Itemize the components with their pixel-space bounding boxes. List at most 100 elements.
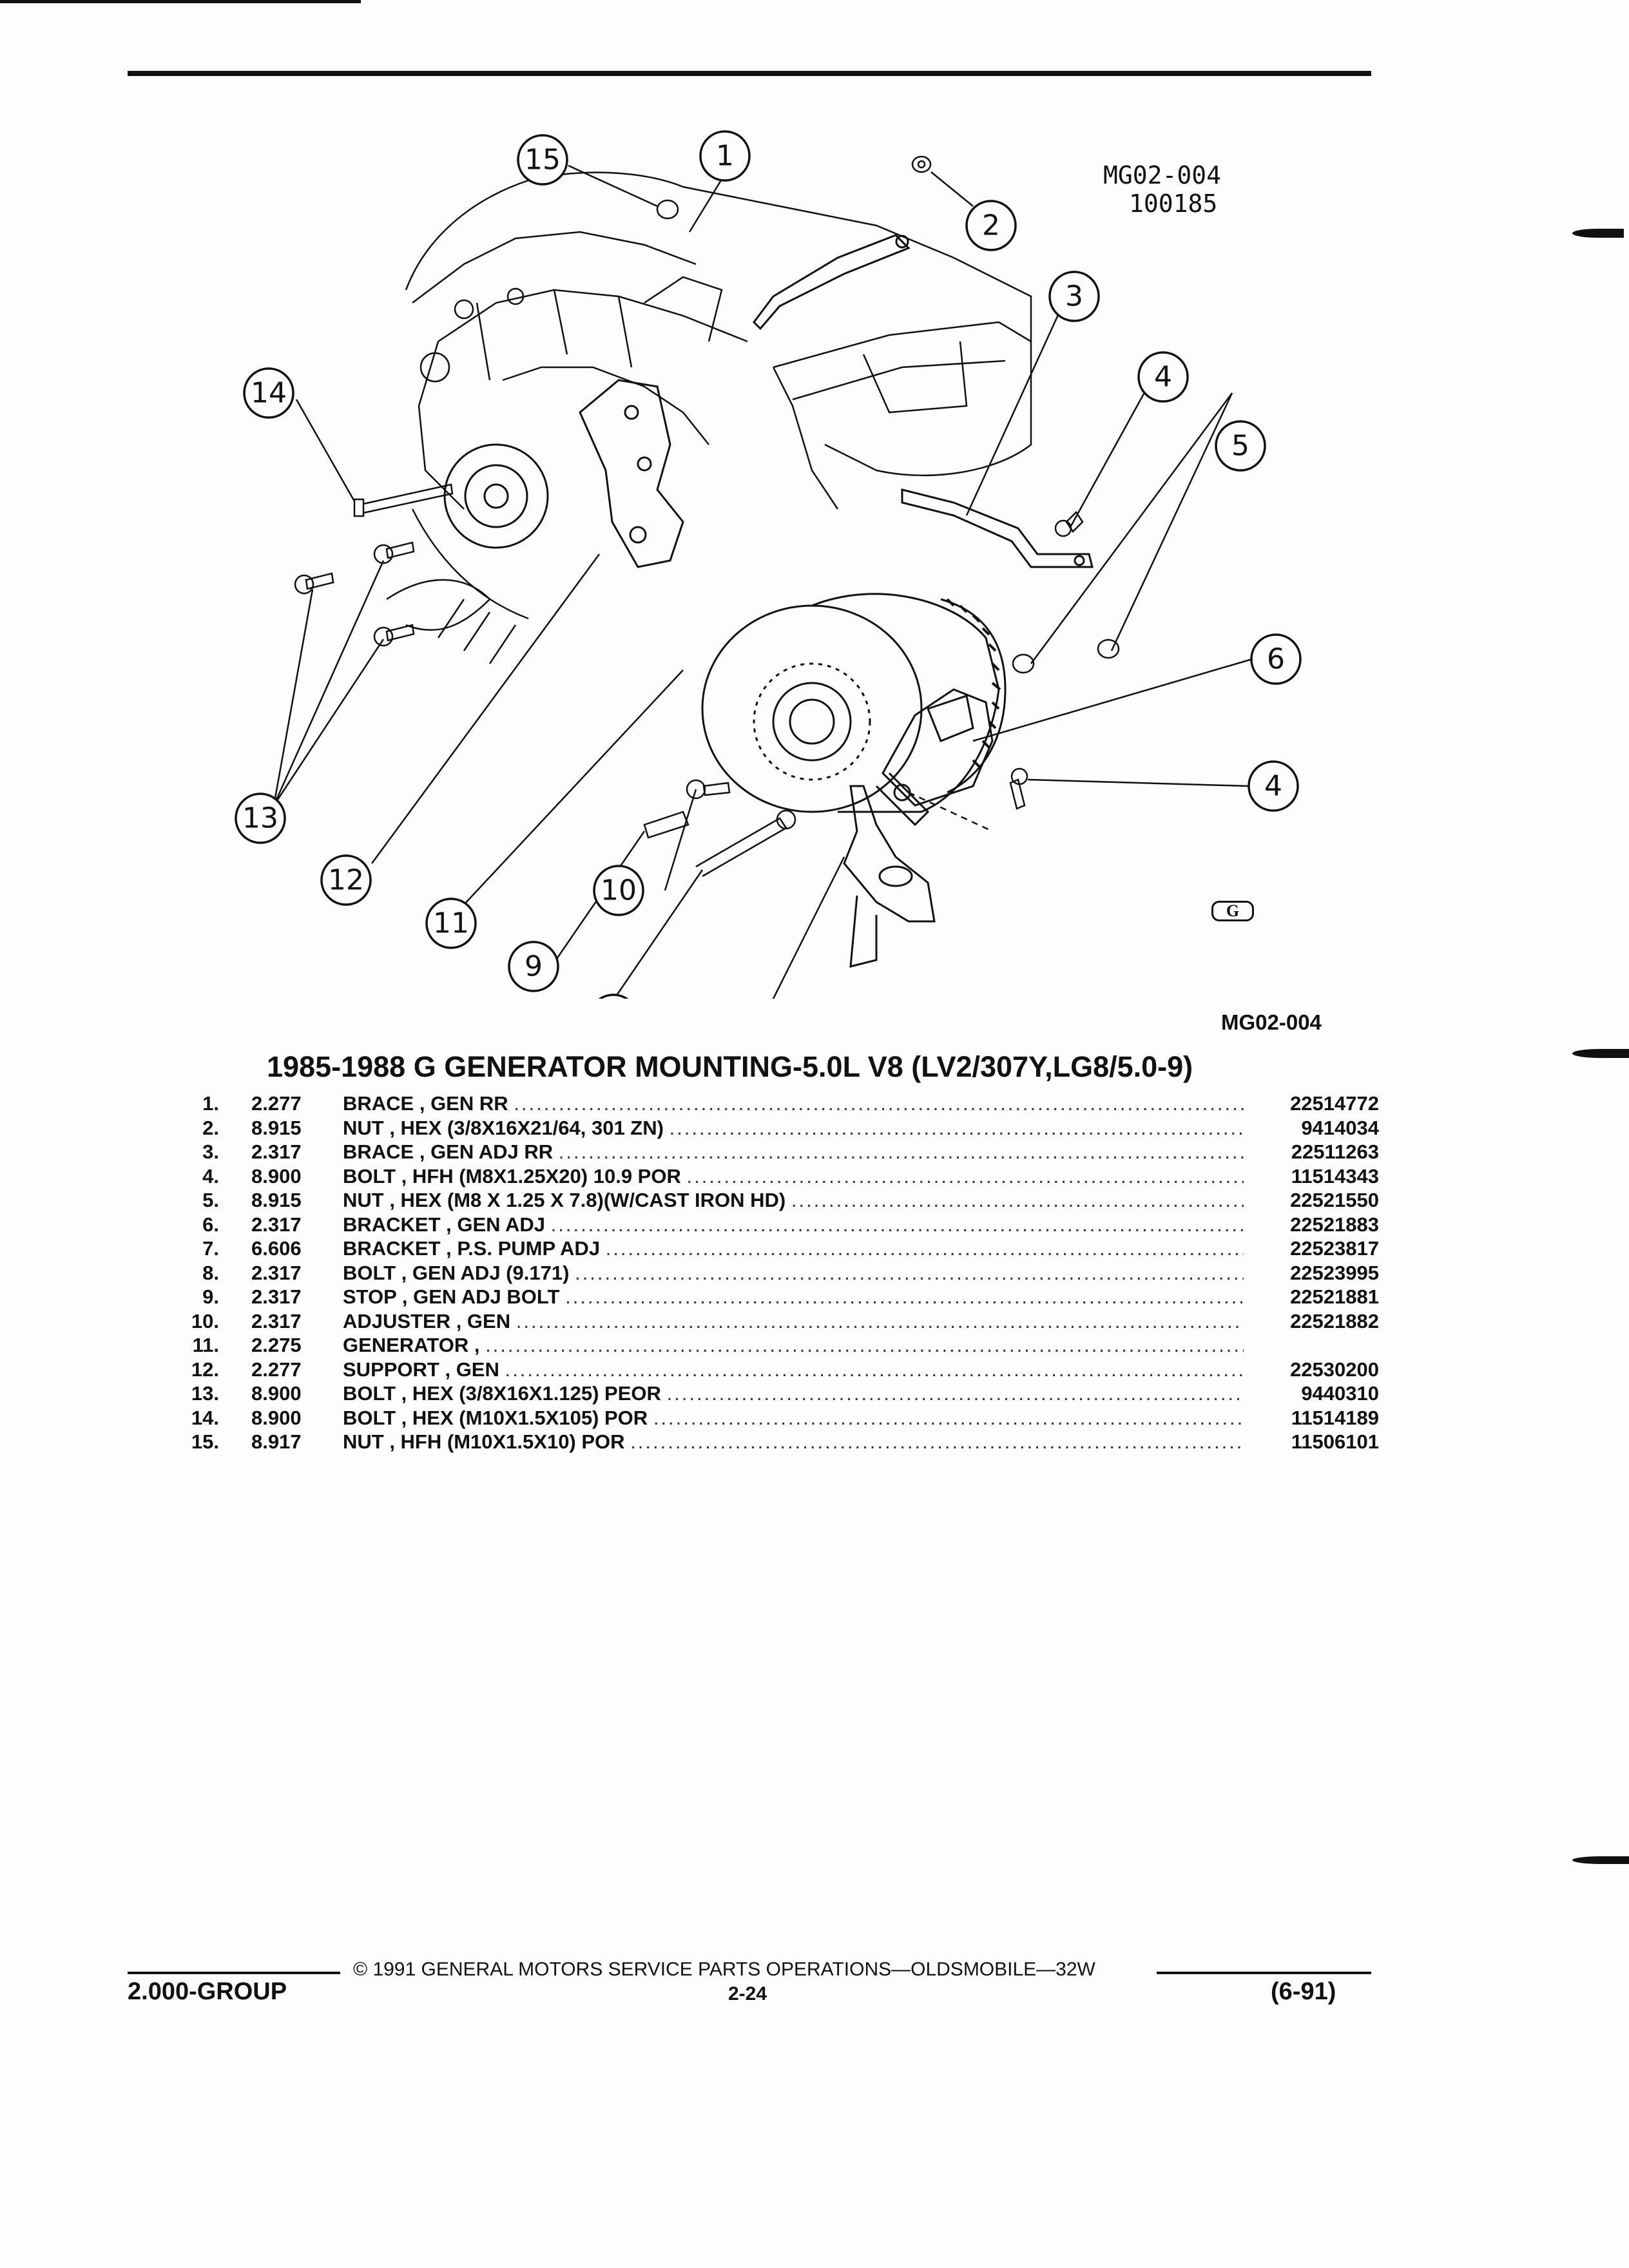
dot-leader: ........................................… [653, 1406, 1244, 1429]
part-item-number: 2. [202, 1116, 219, 1139]
part-item-number: 4. [202, 1164, 219, 1187]
part-group-code: 8.915 [251, 1116, 302, 1139]
diagram-ref-id: MG02-004 [1221, 1010, 1322, 1034]
callout-12: 12 [328, 864, 364, 897]
part-description-text: SUPPORT , GEN [343, 1358, 499, 1381]
margin-mark [1572, 1049, 1629, 1058]
part-description: NUT , HEX (M8 X 1.25 X 7.8)(W/CAST IRON … [329, 1189, 1244, 1212]
part-description: ADJUSTER , GEN .........................… [329, 1310, 1244, 1333]
part-description-text: ADJUSTER , GEN [343, 1309, 511, 1332]
callout-10: 10 [601, 874, 637, 907]
part-item-number: 12. [191, 1358, 219, 1381]
parts-row: 1. 2.277 BRACE , GEN RR ..................… [193, 1092, 1379, 1117]
dot-leader: ........................................… [505, 1358, 1244, 1381]
part-number: 22523995 [1290, 1261, 1379, 1284]
callout-6: 6 [1267, 643, 1285, 676]
part-description: BOLT , GEN ADJ (9.171) .................… [329, 1262, 1244, 1285]
part-item-number: 13. [191, 1382, 219, 1405]
part-description: SUPPORT , GEN ..........................… [329, 1358, 1244, 1381]
part-group-code: 2.275 [251, 1334, 302, 1356]
header-rule [128, 71, 1371, 76]
part-item-number: 14. [191, 1406, 219, 1429]
dot-leader: ........................................… [485, 1334, 1244, 1356]
part-description-text: BOLT , HEX (3/8X16X1.125) PEOR [343, 1382, 661, 1405]
callout-15: 15 [525, 144, 561, 177]
part-item-number: 7. [202, 1237, 219, 1260]
parts-list: 1. 2.277 BRACE , GEN RR ..................… [191, 1092, 1379, 1455]
section-title: 1985-1988 G GENERATOR MOUNTING-5.0L V8 (… [267, 1050, 1193, 1083]
footer-revision-date: (6-91) [1271, 1978, 1336, 2005]
dot-leader: ........................................… [575, 1261, 1244, 1284]
part-group-code: 2.317 [251, 1261, 302, 1284]
margin-mark [1572, 229, 1624, 238]
part-description-text: STOP , GEN ADJ BOLT [343, 1285, 560, 1308]
part-group-code: 2.277 [251, 1092, 302, 1115]
callout-5: 5 [1231, 430, 1249, 463]
dot-leader: ........................................… [558, 1140, 1244, 1163]
part-number: 22530200 [1290, 1358, 1379, 1381]
generator-support [579, 379, 684, 568]
bracket-gen-adj [882, 688, 994, 807]
callout-11: 11 [433, 907, 469, 940]
part-item-number: 15. [191, 1430, 219, 1453]
dot-leader: ........................................… [605, 1237, 1244, 1260]
part-description-text: BOLT , HEX (M10X1.5X105) POR [343, 1406, 648, 1429]
generator-body [701, 593, 1007, 827]
callout-2: 2 [982, 209, 1000, 242]
part-description: BOLT , HEX (3/8X16X1.125) PEOR .........… [329, 1382, 1244, 1405]
part-item-number: 1. [202, 1092, 219, 1115]
part-group-code: 8.900 [251, 1406, 302, 1429]
callout-labels: 15 1 2 3 4 5 14 13 12 11 10 9 8 7 6 4 [242, 140, 1285, 1099]
part-description-text: BRACE , GEN ADJ RR [343, 1140, 554, 1163]
part-item-number: 3. [202, 1140, 219, 1163]
part-number: 11514189 [1291, 1406, 1379, 1429]
part-item-number: 9. [202, 1285, 219, 1308]
part-description-text: BRACE , GEN RR [343, 1092, 508, 1115]
dot-leader: ........................................… [686, 1164, 1244, 1187]
margin-mark [1572, 1856, 1629, 1864]
part-number: 22521550 [1290, 1189, 1379, 1211]
callout-3: 3 [1065, 280, 1083, 313]
part-item-number: 11. [192, 1334, 219, 1356]
footer-rule-left [128, 1972, 340, 1974]
part-description: BRACKET , GEN ADJ ......................… [329, 1213, 1244, 1236]
part-number: 9440310 [1301, 1382, 1379, 1405]
part-number: 22511263 [1291, 1140, 1379, 1163]
hardware [294, 155, 1120, 878]
parts-row: 5. 8.915 NUT , HEX (M8 X 1.25 X 7.8)(W/CAS… [193, 1189, 1379, 1213]
part-description: BRACE , GEN ADJ RR .....................… [329, 1140, 1244, 1164]
callouts [235, 130, 1302, 1108]
dot-leader: ........................................… [565, 1285, 1244, 1308]
callout-9: 9 [525, 950, 543, 983]
parts-row: 14. 8.900 BOLT , HEX (M10X1.5X105) POR ...… [191, 1406, 1379, 1431]
part-group-code: 2.317 [251, 1285, 302, 1308]
part-description: BOLT , HFH (M8X1.25X20) 10.9 POR .......… [329, 1165, 1244, 1188]
part-item-number: 8. [202, 1261, 219, 1284]
part-item-number: 5. [202, 1189, 219, 1211]
top-edge-rule [0, 0, 361, 3]
dot-leader: ........................................… [550, 1213, 1244, 1236]
part-description: BRACE , GEN RR .........................… [329, 1092, 1244, 1115]
part-description: BOLT , HEX (M10X1.5X105) POR ...........… [329, 1407, 1244, 1430]
parts-row: 9. 2.317 STOP , GEN ADJ BOLT .............… [193, 1285, 1379, 1310]
part-description-text: BOLT , GEN ADJ (9.171) [343, 1261, 570, 1284]
callout-13: 13 [242, 802, 278, 835]
callout-14: 14 [251, 377, 287, 410]
part-item-number: 6. [202, 1213, 219, 1236]
diagram-id: MG02-004 [1103, 161, 1222, 189]
part-description: NUT , HEX (3/8X16X21/64, 301 ZN) .......… [329, 1117, 1244, 1140]
part-description-text: NUT , HEX (3/8X16X21/64, 301 ZN) [343, 1116, 664, 1139]
part-group-code: 8.915 [251, 1189, 302, 1211]
gm-mark: G [1211, 901, 1254, 921]
leader-lines [273, 164, 1253, 1061]
part-description-text: BOLT , HFH (M8X1.25X20) 10.9 POR [343, 1164, 681, 1187]
part-number: 11514343 [1291, 1164, 1379, 1187]
brace-gen-adj-rr [901, 488, 1094, 568]
